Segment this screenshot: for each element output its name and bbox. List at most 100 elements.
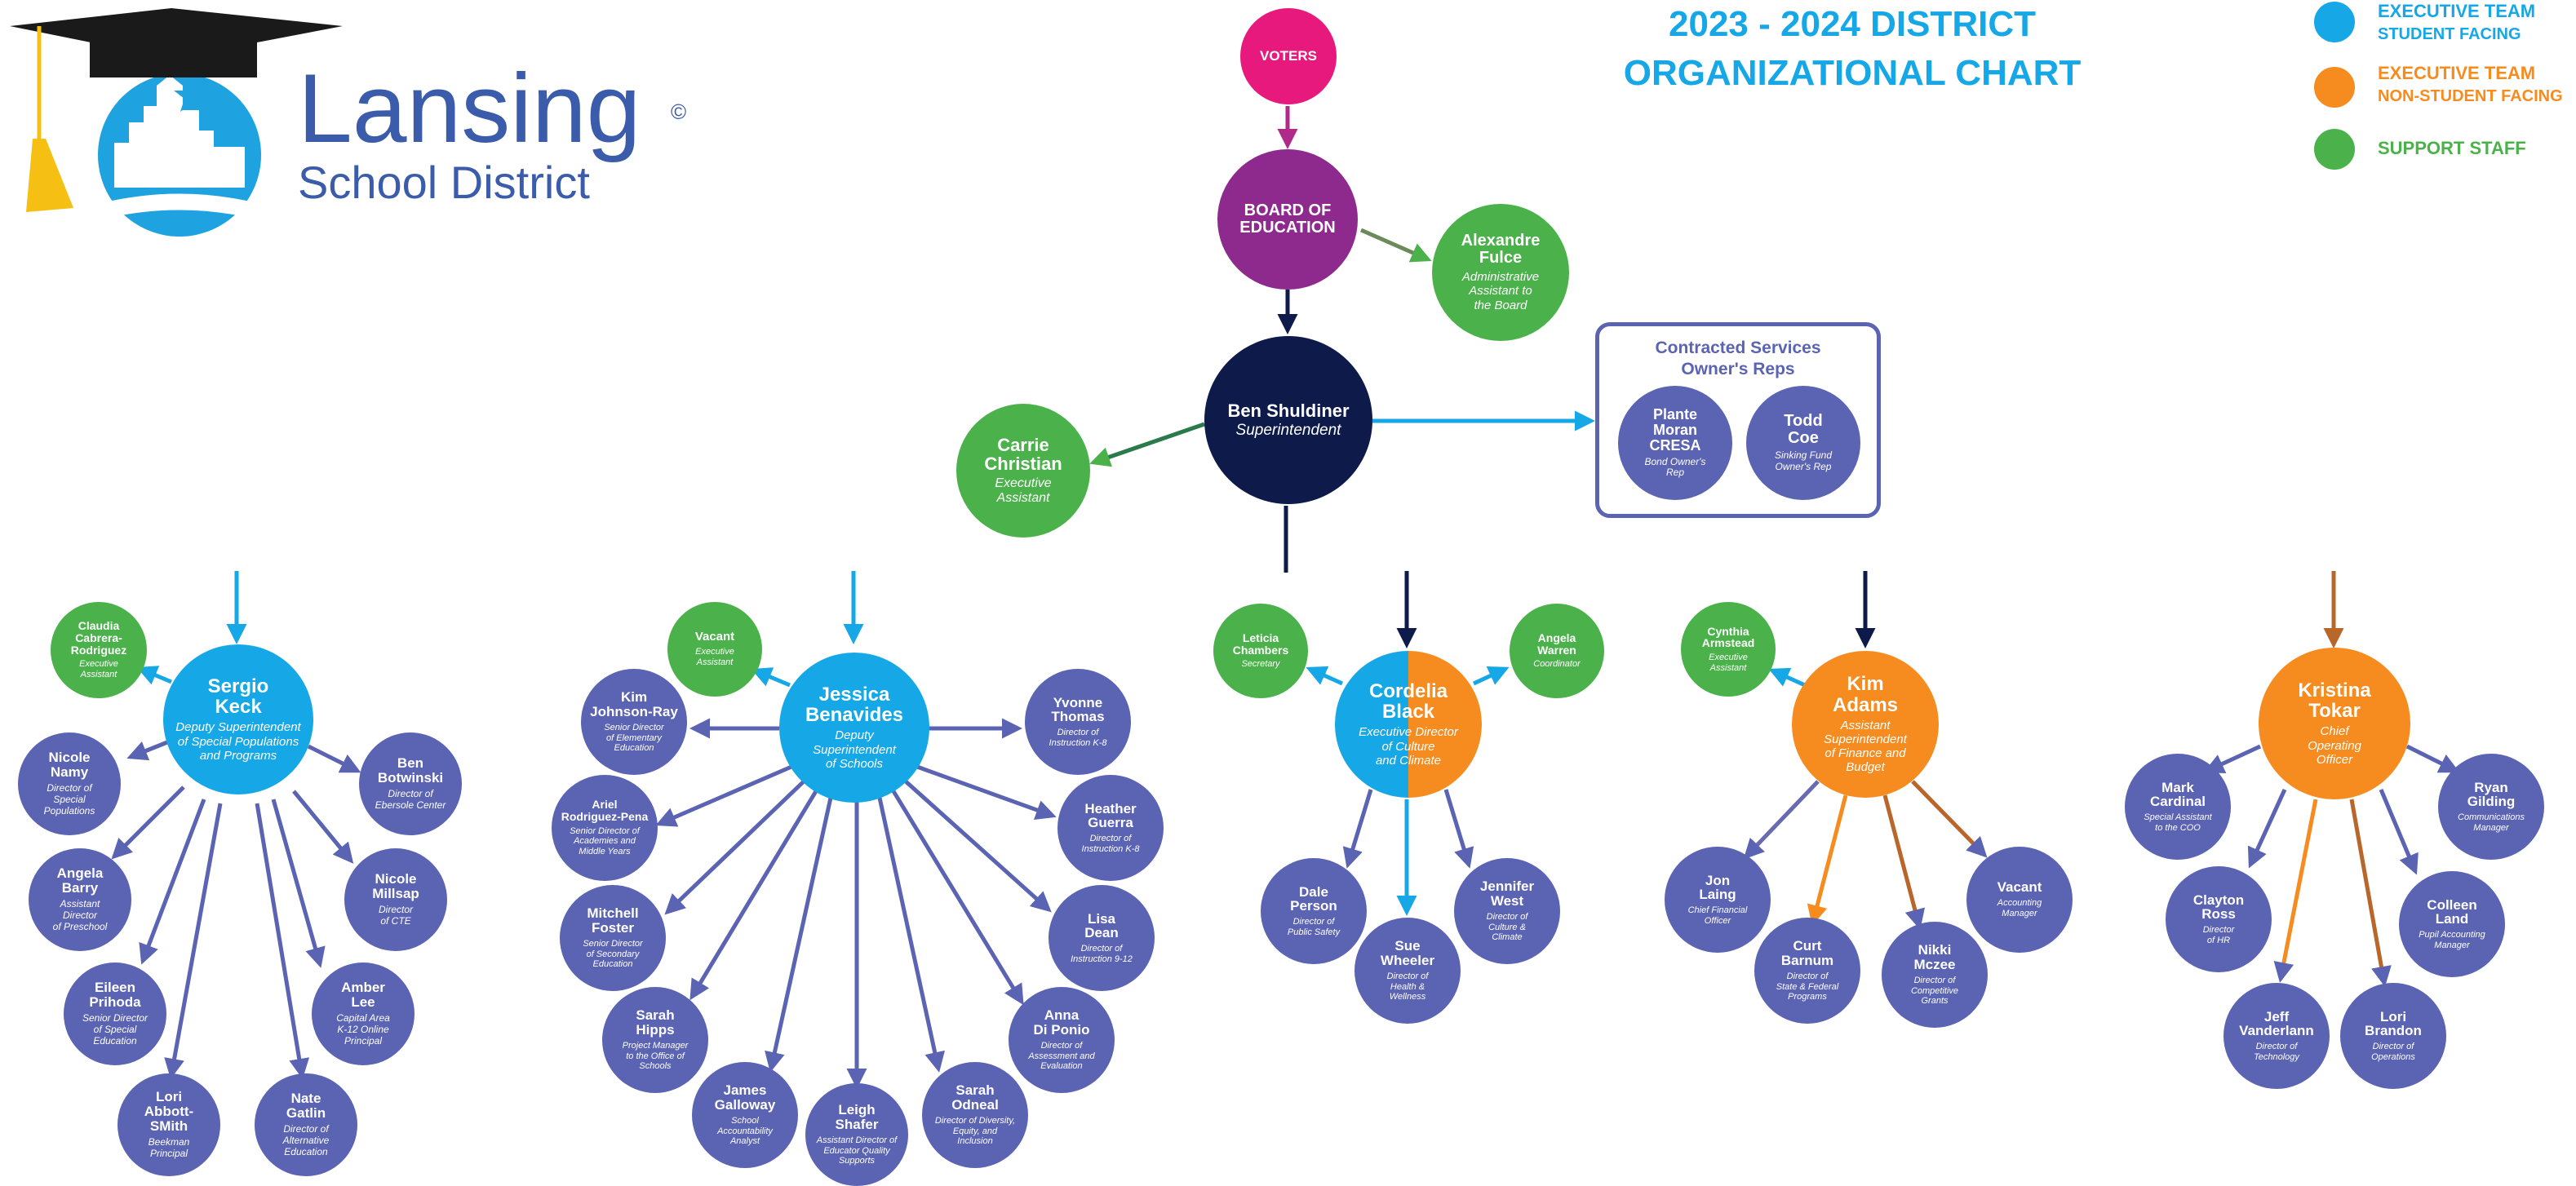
node-name: Yvonne Thomas (1051, 694, 1105, 725)
node-name: Kim Adams (1832, 673, 1899, 716)
node-name: Colleen Land (2427, 896, 2477, 927)
node-title: Director of Operations (2371, 1042, 2415, 1062)
node-name: Mitchell Foster (587, 905, 639, 936)
node-title: Assistant Superintendent of Finance and … (1824, 718, 1907, 775)
node-name: Kim Johnson-Ray (590, 689, 678, 720)
staff-node: Lori Brandon Director of Operations (2340, 983, 2446, 1089)
staff-node: Curt Barnum Director of State & Federal … (1754, 918, 1860, 1024)
node-name: Lori Brandon (2365, 1008, 2422, 1039)
node-name: Plante Moran CRESA (1649, 405, 1701, 454)
contracted-services-box: Contracted Services Owner's Reps (1595, 322, 1881, 518)
node-title: Accounting Manager (1997, 898, 2042, 918)
board-node: BOARD OF EDUCATION (1217, 149, 1358, 290)
node-title: Special Assistant to the COO (2144, 812, 2212, 833)
staff-node: James Galloway School Accountability Ana… (692, 1062, 798, 1168)
node-title: Superintendent (1235, 421, 1341, 439)
staff-node: Mitchell Foster Senior Director of Secon… (560, 885, 666, 991)
node-title: Capital Area K-12 Online Principal (336, 1012, 390, 1047)
legend-nonstudent: EXECUTIVE TEAM NON-STUDENT FACING (2378, 62, 2563, 108)
staff-node: Kim Johnson-Ray Senior Director of Eleme… (581, 669, 687, 775)
staff-node: Jeff Vanderlann Director of Technology (2224, 983, 2330, 1089)
node-name: Anna Di Ponio (1033, 1007, 1090, 1038)
node-name: Leticia Chambers (1232, 631, 1289, 657)
chart-title: 2023 - 2024 DISTRICT ORGANIZATIONAL CHAR… (1510, 0, 2195, 98)
node-name: Heather Guerra (1084, 800, 1137, 831)
node-name: Lori Abbott-SMith (144, 1089, 194, 1135)
staff-node: Anna Di Ponio Director of Assessment and… (1009, 987, 1115, 1093)
staff-node: Nicole Namy Director of Special Populati… (18, 732, 121, 835)
node-title: Senior Director of Academies and Middle … (570, 825, 640, 856)
node-title: Deputy Superintendent of Special Populat… (175, 720, 301, 763)
legend-support: SUPPORT STAFF (2378, 137, 2526, 160)
node-title: Project Manager to the Office of Schools (622, 1040, 689, 1072)
node-title: Director of Diversity, Equity, and Inclu… (934, 1115, 1016, 1147)
legend-nonstudent-swatch (2314, 67, 2355, 108)
node-name: Carrie Christian (984, 434, 1062, 474)
staff-node: Jon Laing Chief Financial Officer (1665, 847, 1771, 953)
node-title: Beekman Principal (148, 1135, 190, 1159)
graduation-cap-skyline-icon (10, 8, 343, 237)
logo-subtitle: School District (298, 157, 590, 208)
node-title: Senior Director of Elementary Education (604, 722, 664, 754)
node-name: James Galloway (714, 1082, 776, 1113)
node-title: Executive Assistant (695, 647, 734, 667)
benavides-assistant-node: Vacant Executive Assistant (667, 602, 762, 697)
logo-name: Lansing (298, 54, 641, 163)
node-title: Coordinator (1533, 659, 1581, 670)
staff-node: Angela Barry Assistant Director of Presc… (29, 848, 131, 951)
node-name: Vacant (694, 630, 735, 644)
staff-node: Heather Guerra Director of Instruction K… (1057, 775, 1164, 881)
node-title: Executive Assistant (995, 476, 1052, 506)
logo-copyright-mark: © (671, 100, 687, 124)
node-title: Chief Financial Officer (1687, 905, 1748, 926)
keck-assistant-node: Claudia Cabrera- Rodriguez Executive Ass… (51, 602, 147, 698)
staff-node: Jennifer West Director of Culture & Clim… (1454, 858, 1560, 964)
adams-assistant-node: Cynthia Armstead Executive Assistant (1681, 602, 1776, 697)
node-title: Director of State & Federal Programs (1776, 971, 1839, 1002)
node-title: Executive Assistant (1709, 653, 1748, 673)
legend-support-main: SUPPORT STAFF (2378, 138, 2526, 158)
node-name: VOTERS (1260, 48, 1317, 64)
node-name: Cynthia Armstead (1701, 624, 1755, 650)
node-title: Chief Operating Officer (2308, 724, 2361, 767)
legend-nonstudent-main: EXECUTIVE TEAM (2378, 63, 2536, 83)
node-name: Angela Barry (56, 865, 104, 896)
node-title: Senior Director of Secondary Education (583, 938, 643, 970)
node-title: Director of CTE (378, 904, 413, 927)
node-name: Clayton Ross (2192, 892, 2245, 923)
node-name: Sue Wheeler (1380, 938, 1435, 969)
staff-node: Ben Botwinski Director of Ebersole Cente… (359, 732, 462, 835)
staff-node: Nikki Mczee Director of Competitive Gran… (1882, 922, 1988, 1028)
superintendent-node: Ben Shuldiner Superintendent (1204, 336, 1372, 504)
staff-node: Lori Abbott-SMith Beekman Principal (117, 1073, 220, 1176)
node-title: Administrative Assistant to the Board (1461, 270, 1540, 312)
node-name: Todd Coe (1784, 412, 1823, 448)
node-title: Director of Alternative Education (282, 1123, 330, 1157)
node-name: Jon Laing (1699, 872, 1736, 903)
node-title: Director of Culture & Climate (1486, 911, 1528, 943)
node-name: Dale Person (1290, 883, 1337, 914)
node-title: Secretary (1241, 659, 1280, 670)
staff-node: Sue Wheeler Director of Health & Wellnes… (1355, 918, 1461, 1024)
node-name: Leigh Shafer (835, 1102, 879, 1133)
node-title: Director of Instruction 9-12 (1071, 944, 1133, 964)
staff-node: Yvonne Thomas Director of Instruction K-… (1025, 669, 1131, 775)
voters-node: VOTERS (1240, 8, 1337, 104)
black-assistant-right-node: Angela Warren Coordinator (1510, 604, 1604, 698)
node-title: Deputy Superintendent of Schools (813, 728, 896, 771)
node-name: Sarah Odneal (951, 1082, 999, 1113)
node-name: Ariel Rodriguez-Pena (561, 798, 649, 824)
node-title: Sinking Fund Owner's Rep (1774, 449, 1833, 472)
node-name: Nicole Millsap (372, 871, 419, 902)
node-name: Jennifer West (1479, 878, 1535, 909)
node-name: Ryan Gilding (2467, 779, 2516, 810)
chart-title-line2: ORGANIZATIONAL CHART (1623, 53, 2082, 93)
node-title: Director of Instruction K-8 (1049, 728, 1107, 748)
node-name: Nicole Namy (48, 750, 91, 781)
staff-node: Eileen Prihoda Senior Director of Specia… (64, 963, 166, 1065)
exec-assistant-node: Carrie Christian Executive Assistant (956, 404, 1090, 538)
node-name: Jessica Benavides (805, 683, 904, 727)
node-title: Assistant Director of Preschool (52, 898, 108, 932)
node-name: Eileen Prihoda (89, 980, 141, 1011)
